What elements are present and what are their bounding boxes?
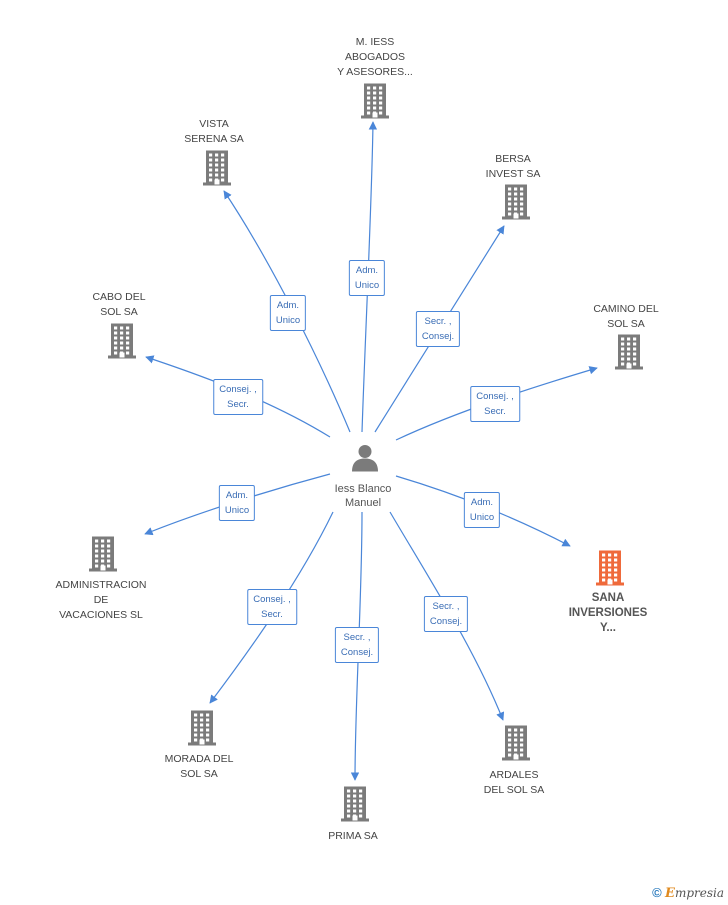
company-name-line: MORADA DEL	[164, 753, 234, 765]
company-name-prima[interactable]: PRIMA SA	[328, 829, 378, 844]
company-name-line: CAMINO DEL	[593, 303, 659, 315]
role-line: Secr. ,	[343, 632, 371, 643]
company-name-line: ARDALES	[489, 769, 539, 781]
brand-rest: mpresia	[674, 886, 724, 900]
company-name-line: INVEST SA	[485, 168, 541, 180]
company-name-line: DE	[93, 594, 109, 606]
building-icon[interactable]	[108, 323, 136, 364]
role-line: Adm.	[276, 300, 300, 311]
company-name-cabo-del-sol[interactable]: CABO DEL SOL SA	[92, 290, 145, 320]
building-icon[interactable]	[203, 150, 231, 191]
center-name-line: Manuel	[344, 497, 382, 509]
company-name-line: SERENA SA	[184, 133, 244, 145]
role-line: Unico	[224, 505, 250, 516]
building-icon[interactable]	[361, 83, 389, 124]
role-line: Adm.	[225, 490, 249, 501]
company-name-line: DEL SOL SA	[483, 784, 545, 796]
brand-logo[interactable]: © Empresia	[652, 885, 724, 901]
role-box-camino-del-sol[interactable]: Consej. , Secr.	[470, 386, 520, 422]
role-box-vista-serena[interactable]: Adm. Unico	[269, 295, 307, 331]
company-name-line: INVERSIONES	[568, 607, 648, 619]
copyright-icon: ©	[652, 885, 662, 900]
company-name-line: SOL SA	[607, 318, 645, 330]
role-box-prima[interactable]: Secr. , Consej.	[334, 627, 380, 663]
company-name-line: SOL SA	[100, 306, 138, 318]
brand-e: E	[665, 886, 675, 901]
role-line: Secr. ,	[432, 601, 460, 612]
role-box-sana-inversiones[interactable]: Adm. Unico	[463, 492, 501, 528]
company-name-administracion[interactable]: ADMINISTRACION DE VACACIONES SL	[55, 578, 146, 623]
role-line: Secr.	[227, 399, 249, 410]
building-icon[interactable]	[89, 536, 117, 577]
role-line: Unico	[354, 280, 380, 291]
company-name-line: SOL SA	[180, 768, 218, 780]
company-name-bersa-invest[interactable]: BERSA INVEST SA	[486, 152, 541, 182]
role-line: Consej. ,	[476, 391, 514, 402]
person-icon[interactable]	[350, 443, 380, 478]
role-line: Secr. ,	[424, 316, 452, 327]
company-name-line: ADMINISTRACION	[55, 579, 147, 591]
role-box-ardales-del-sol[interactable]: Secr. , Consej.	[423, 596, 469, 632]
role-box-administracion[interactable]: Adm. Unico	[218, 485, 256, 521]
company-name-line: Y...	[600, 622, 616, 634]
role-box-m-iess[interactable]: Adm. Unico	[348, 260, 386, 296]
company-name-vista-serena[interactable]: VISTA SERENA SA	[184, 117, 244, 147]
company-name-morada-del-sol[interactable]: MORADA DEL SOL SA	[165, 752, 234, 782]
building-icon[interactable]	[188, 710, 216, 751]
company-name-line: VISTA	[199, 118, 229, 130]
building-icon[interactable]	[502, 725, 530, 766]
role-line: Adm.	[470, 497, 494, 508]
role-line: Secr.	[484, 406, 506, 417]
role-line: Consej. ,	[219, 384, 257, 395]
company-name-line: BERSA	[495, 153, 531, 165]
building-icon[interactable]	[341, 786, 369, 827]
building-icon[interactable]	[502, 184, 530, 225]
company-name-line: ABOGADOS	[344, 51, 406, 63]
company-name-camino-del-sol[interactable]: CAMINO DEL SOL SA	[593, 302, 658, 332]
role-line: Consej.	[429, 616, 463, 627]
role-line: Unico	[275, 315, 301, 326]
role-box-bersa-invest[interactable]: Secr. , Consej.	[415, 311, 461, 347]
role-line: Consej.	[340, 647, 374, 658]
center-name-line: Iess Blanco	[334, 483, 392, 495]
company-name-m-iess[interactable]: M. IESS ABOGADOS Y ASESORES...	[337, 35, 413, 80]
building-icon[interactable]	[596, 550, 624, 591]
role-box-morada-del-sol[interactable]: Consej. , Secr.	[247, 589, 297, 625]
role-line: Consej.	[421, 331, 455, 342]
building-icon[interactable]	[615, 334, 643, 375]
role-box-cabo-del-sol[interactable]: Consej. , Secr.	[213, 379, 263, 415]
company-name-line: CABO DEL	[92, 291, 146, 303]
company-name-line: Y ASESORES...	[337, 66, 413, 78]
role-line: Adm.	[355, 265, 379, 276]
company-name-ardales-del-sol[interactable]: ARDALES DEL SOL SA	[484, 768, 545, 798]
company-name-line: SANA	[591, 592, 625, 604]
company-name-line: M. IESS	[355, 36, 395, 48]
role-line: Secr.	[261, 609, 283, 620]
company-name-sana-inversiones[interactable]: SANA INVERSIONES Y...	[569, 591, 648, 636]
center-person-name[interactable]: Iess Blanco Manuel	[335, 482, 392, 510]
role-line: Unico	[469, 512, 495, 523]
role-line: Consej. ,	[253, 594, 291, 605]
company-name-line: VACACIONES SL	[59, 609, 143, 621]
company-name-line: PRIMA SA	[328, 830, 378, 842]
